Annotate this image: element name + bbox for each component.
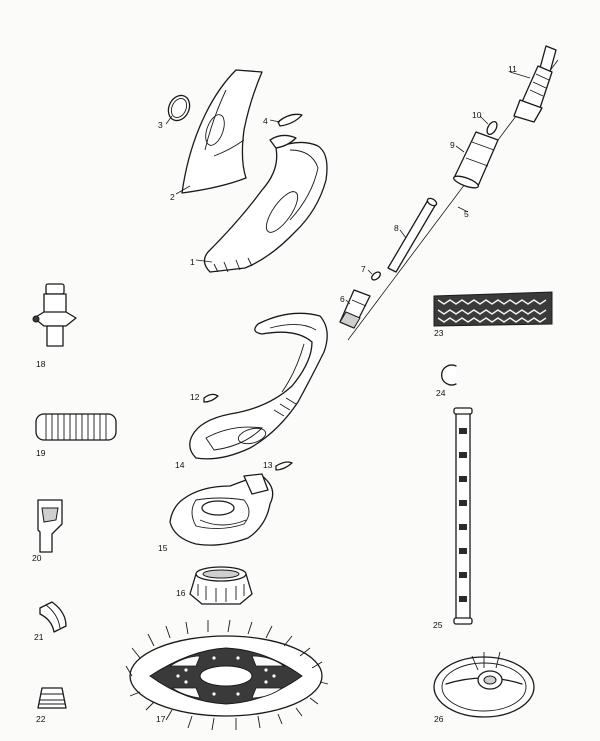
part-22-cone xyxy=(37,687,67,709)
callout-26: 26 xyxy=(434,714,444,724)
callout-23: 23 xyxy=(434,328,444,338)
part-17-disc xyxy=(125,619,329,731)
callout-10: 10 xyxy=(472,110,482,120)
part-7-small-ring xyxy=(371,271,381,281)
part-12-bushing xyxy=(203,393,219,403)
callout-22: 22 xyxy=(36,714,46,724)
callout-3: 3 xyxy=(158,120,163,130)
part-15-foot xyxy=(169,473,274,546)
callout-4: 4 xyxy=(263,116,268,126)
part-2-upper-cover xyxy=(181,69,263,194)
callout-1: 1 xyxy=(190,257,195,267)
callout-8: 8 xyxy=(394,223,399,233)
part-16-collar xyxy=(189,566,253,605)
callout-6: 6 xyxy=(340,294,345,304)
part-3-o-ring xyxy=(167,94,191,122)
part-26-wheel xyxy=(433,651,535,718)
callout-21: 21 xyxy=(34,632,44,642)
part-9-coupling xyxy=(453,131,499,189)
callout-12: 12 xyxy=(190,392,200,402)
callout-labels: 3 2 4 1 11 10 9 5 8 7 6 23 18 12 24 19 1… xyxy=(32,64,517,724)
callout-20: 20 xyxy=(32,553,42,563)
callout-18: 18 xyxy=(36,359,46,369)
part-21-elbow xyxy=(39,601,67,633)
callout-19: 19 xyxy=(36,448,46,458)
callout-15: 15 xyxy=(158,543,168,553)
part-19-hose xyxy=(35,413,117,441)
part-11-swivel xyxy=(513,45,557,123)
part-18-valve xyxy=(32,283,77,347)
part-14-lower-body xyxy=(189,312,328,460)
part-4-clip xyxy=(277,113,303,127)
part-20-fitting xyxy=(37,499,63,553)
callout-24: 24 xyxy=(436,388,446,398)
callout-13: 13 xyxy=(263,460,273,470)
part-25-shaft xyxy=(453,407,473,625)
callout-25: 25 xyxy=(433,620,443,630)
callout-5: 5 xyxy=(464,209,469,219)
part-24-c-clip xyxy=(440,364,457,386)
callout-17: 17 xyxy=(156,714,166,724)
callout-9: 9 xyxy=(450,140,455,150)
part-23-mesh xyxy=(433,291,553,327)
part-13-bushing xyxy=(275,461,293,471)
part-6-end-fitting xyxy=(339,289,371,329)
callout-14: 14 xyxy=(175,460,185,470)
leader-lines xyxy=(165,71,531,305)
callout-2: 2 xyxy=(170,192,175,202)
part-10-ring xyxy=(486,120,498,136)
part-8-tube xyxy=(387,197,438,273)
callout-11: 11 xyxy=(508,64,517,74)
callout-16: 16 xyxy=(176,588,186,598)
callout-7: 7 xyxy=(361,264,366,274)
part-1-main-body xyxy=(203,134,328,273)
